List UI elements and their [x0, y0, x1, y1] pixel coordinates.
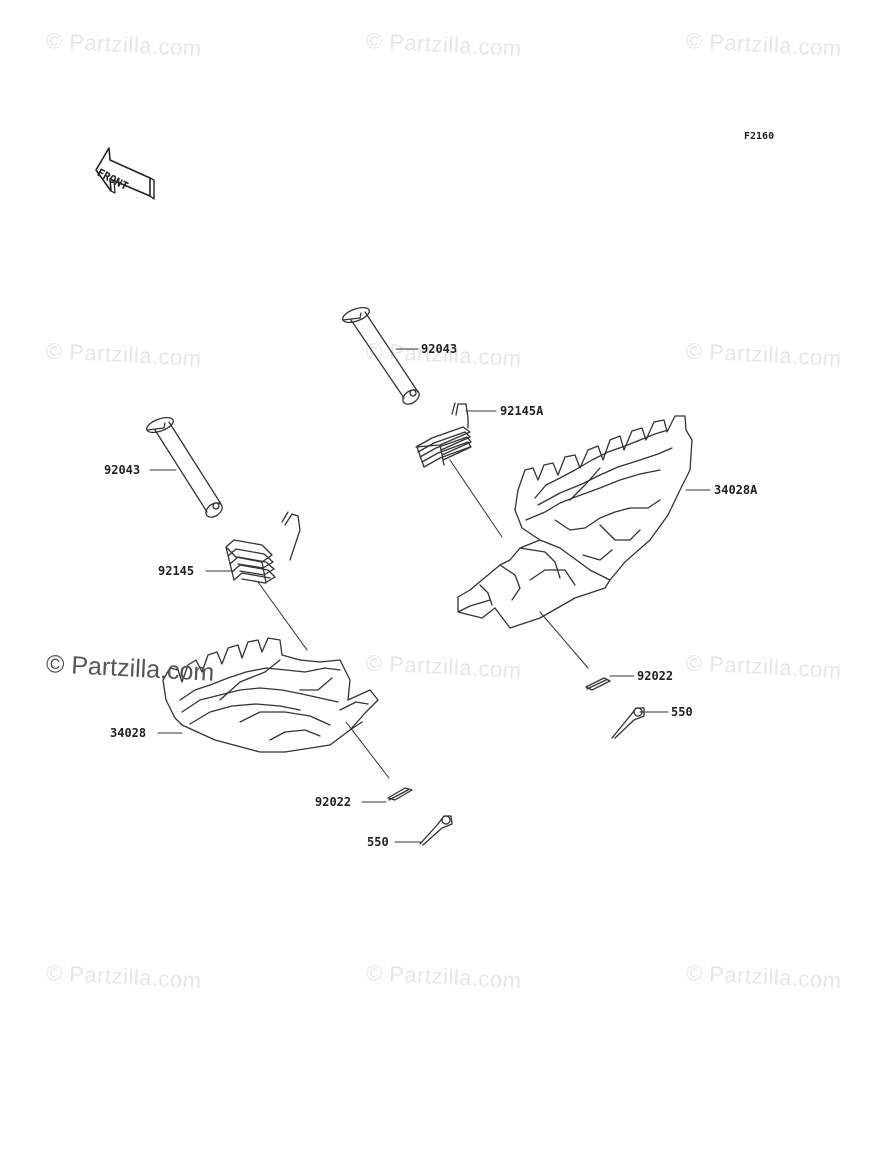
label-footpeg-right: 34028A [714, 483, 758, 497]
label-washer-left: 92022 [315, 795, 352, 809]
footpeg-left-drawing [162, 637, 379, 753]
label-spring-left: 92145 [158, 564, 195, 578]
spring-left-drawing [225, 511, 301, 584]
pin-left-drawing [146, 416, 223, 518]
label-pin-left: 92043 [104, 463, 141, 477]
front-arrow-icon [95, 147, 155, 200]
label-spring-right: 92145A [500, 404, 544, 418]
label-cotter-left: 550 [367, 835, 389, 849]
label-cotter-right: 550 [671, 705, 693, 719]
label-footpeg-left: 34028 [110, 726, 147, 740]
footpeg-right-drawing [457, 415, 693, 629]
washer-right-drawing [585, 677, 611, 691]
washer-left-drawing [387, 787, 413, 801]
label-washer-right: 92022 [637, 669, 674, 683]
cotter-left-drawing [419, 815, 453, 846]
pin-right-drawing [342, 306, 420, 405]
figure-code: F2160 [744, 131, 775, 142]
label-pin-right: 92043 [421, 342, 458, 356]
spring-right-drawing [415, 402, 472, 468]
leader-lines [149, 348, 711, 843]
cotter-right-drawing [611, 707, 645, 739]
